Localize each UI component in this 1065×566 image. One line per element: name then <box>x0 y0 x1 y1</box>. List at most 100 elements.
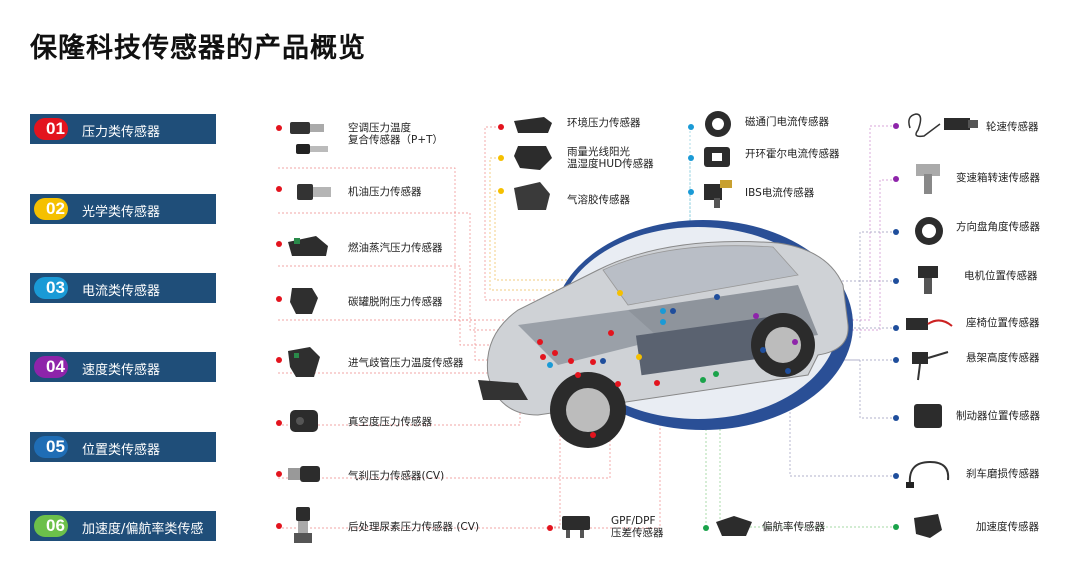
sensor-label: 偏航率传感器 <box>762 521 825 533</box>
bullet-dot <box>276 296 282 302</box>
bullet-dot <box>276 186 282 192</box>
marker-dot <box>590 359 596 365</box>
category-number-badge: 01 <box>34 118 68 140</box>
bullet-dot <box>276 125 282 131</box>
bullet-dot <box>276 420 282 426</box>
bullet-dot <box>688 155 694 161</box>
category-position[interactable]: 05 位置类传感器 <box>30 432 216 462</box>
bullet-dot <box>276 471 282 477</box>
marker-dot <box>670 308 676 314</box>
category-label: 光学类传感器 <box>82 205 161 220</box>
marker-dot <box>608 330 614 336</box>
fluxgate-sensor-icon <box>705 111 731 137</box>
marker-dot <box>590 432 596 438</box>
sensor-label: 气刹压力传感器(CV) <box>348 470 445 482</box>
brake-wear-sensor-icon <box>906 460 950 488</box>
air-brake-sensor-icon <box>288 466 320 482</box>
sensor-label: 后处理尿素压力传感器 (CV) <box>348 521 480 533</box>
marker-dot <box>654 380 660 386</box>
wheel-speed-sensor-icon <box>908 113 978 138</box>
car-illustration <box>478 220 853 448</box>
marker-dot <box>792 339 798 345</box>
marker-dot <box>760 347 766 353</box>
sensor-label: 真空度压力传感器 <box>348 416 432 428</box>
bullet-dot <box>276 523 282 529</box>
marker-dot <box>660 308 666 314</box>
marker-dot <box>552 350 558 356</box>
sensor-label: 电机位置传感器 <box>964 270 1038 282</box>
brake-position-sensor-icon <box>914 404 942 428</box>
ibs-sensor-icon <box>704 180 732 208</box>
category-label: 速度类传感器 <box>82 363 161 378</box>
marker-dot <box>785 368 791 374</box>
sensor-label: 燃油蒸汽压力传感器 <box>348 242 443 254</box>
steering-angle-sensor-icon <box>915 217 943 245</box>
sensor-label: 开环霍尔电流传感器 <box>745 148 840 160</box>
category-label: 压力类传感器 <box>82 125 161 140</box>
bullet-dot <box>688 189 694 195</box>
marker-dot <box>660 319 666 325</box>
intake-manifold-sensor-icon <box>288 347 320 377</box>
yaw-rate-sensor-icon <box>716 516 752 536</box>
bullet-dot <box>893 415 899 421</box>
sensor-label: 座椅位置传感器 <box>966 317 1040 329</box>
sensor-label: 变速箱转速传感器 <box>956 172 1040 184</box>
vacuum-sensor-icon <box>290 410 318 432</box>
marker-dot <box>636 354 642 360</box>
category-label: 加速度/偏航率类传感器 <box>82 522 204 556</box>
oil-pressure-sensor-icon <box>297 184 331 200</box>
sensor-label: 悬架高度传感器 <box>966 352 1040 364</box>
category-optical[interactable]: 02 光学类传感器 <box>30 194 216 224</box>
sensor-label: 方向盘角度传感器 <box>956 221 1040 233</box>
category-label: 电流类传感器 <box>82 284 161 299</box>
sensor-label: 制动器位置传感器 <box>956 410 1040 422</box>
marker-dot <box>575 372 581 378</box>
marker-dot <box>714 294 720 300</box>
ambient-pressure-sensor-icon <box>514 117 552 133</box>
category-pressure[interactable]: 01 压力类传感器 <box>30 114 216 144</box>
rain-light-sensor-icon <box>514 146 552 170</box>
sensor-label: 环境压力传感器 <box>567 117 641 129</box>
bullet-dot <box>893 123 899 129</box>
marker-dot <box>713 371 719 377</box>
marker-dot <box>547 362 553 368</box>
bullet-dot <box>893 524 899 530</box>
category-number-badge: 02 <box>34 198 68 220</box>
category-speed[interactable]: 04 速度类传感器 <box>30 352 216 382</box>
bullet-dot <box>276 241 282 247</box>
seat-position-sensor-icon <box>906 318 953 330</box>
bullet-dot <box>276 357 282 363</box>
accelerometer-sensor-icon <box>914 514 942 538</box>
sensor-label: 机油压力传感器 <box>348 186 422 198</box>
sensor-label: 轮速传感器 <box>986 121 1039 133</box>
sensor-label: 进气歧管压力温度传感器 <box>348 357 464 369</box>
marker-dot <box>600 358 606 364</box>
category-label: 位置类传感器 <box>82 443 161 458</box>
gearbox-speed-sensor-icon <box>916 164 940 194</box>
marker-dot <box>617 290 623 296</box>
marker-dot <box>537 339 543 345</box>
marker-dot <box>615 381 621 387</box>
bullet-dot <box>893 473 899 479</box>
sensor-label: 雨量光线阳光温湿度HUD传感器 <box>567 146 654 170</box>
hall-current-sensor-icon <box>704 147 730 167</box>
sensor-label: 磁通门电流传感器 <box>745 116 829 128</box>
category-number-badge: 04 <box>34 356 68 378</box>
category-current[interactable]: 03 电流类传感器 <box>30 273 216 303</box>
fuel-vapor-sensor-icon <box>288 236 328 256</box>
marker-dot <box>753 313 759 319</box>
page-title: 保隆科技传感器的产品概览 <box>30 33 366 64</box>
bullet-dot <box>498 155 504 161</box>
bullet-dot <box>893 229 899 235</box>
category-acceleration[interactable]: 06 加速度/偏航率类传感器 <box>30 511 216 556</box>
bullet-dot <box>893 278 899 284</box>
bullet-dot <box>498 124 504 130</box>
sensor-label: 空调压力温度复合传感器（P+T） <box>348 122 444 146</box>
suspension-height-sensor-icon <box>912 351 949 381</box>
bullet-dot <box>893 357 899 363</box>
gpf-dpf-sensor-icon <box>562 516 590 538</box>
motor-position-sensor-icon <box>918 266 938 294</box>
sensor-label: IBS电流传感器 <box>745 187 815 199</box>
bullet-dot <box>703 525 709 531</box>
